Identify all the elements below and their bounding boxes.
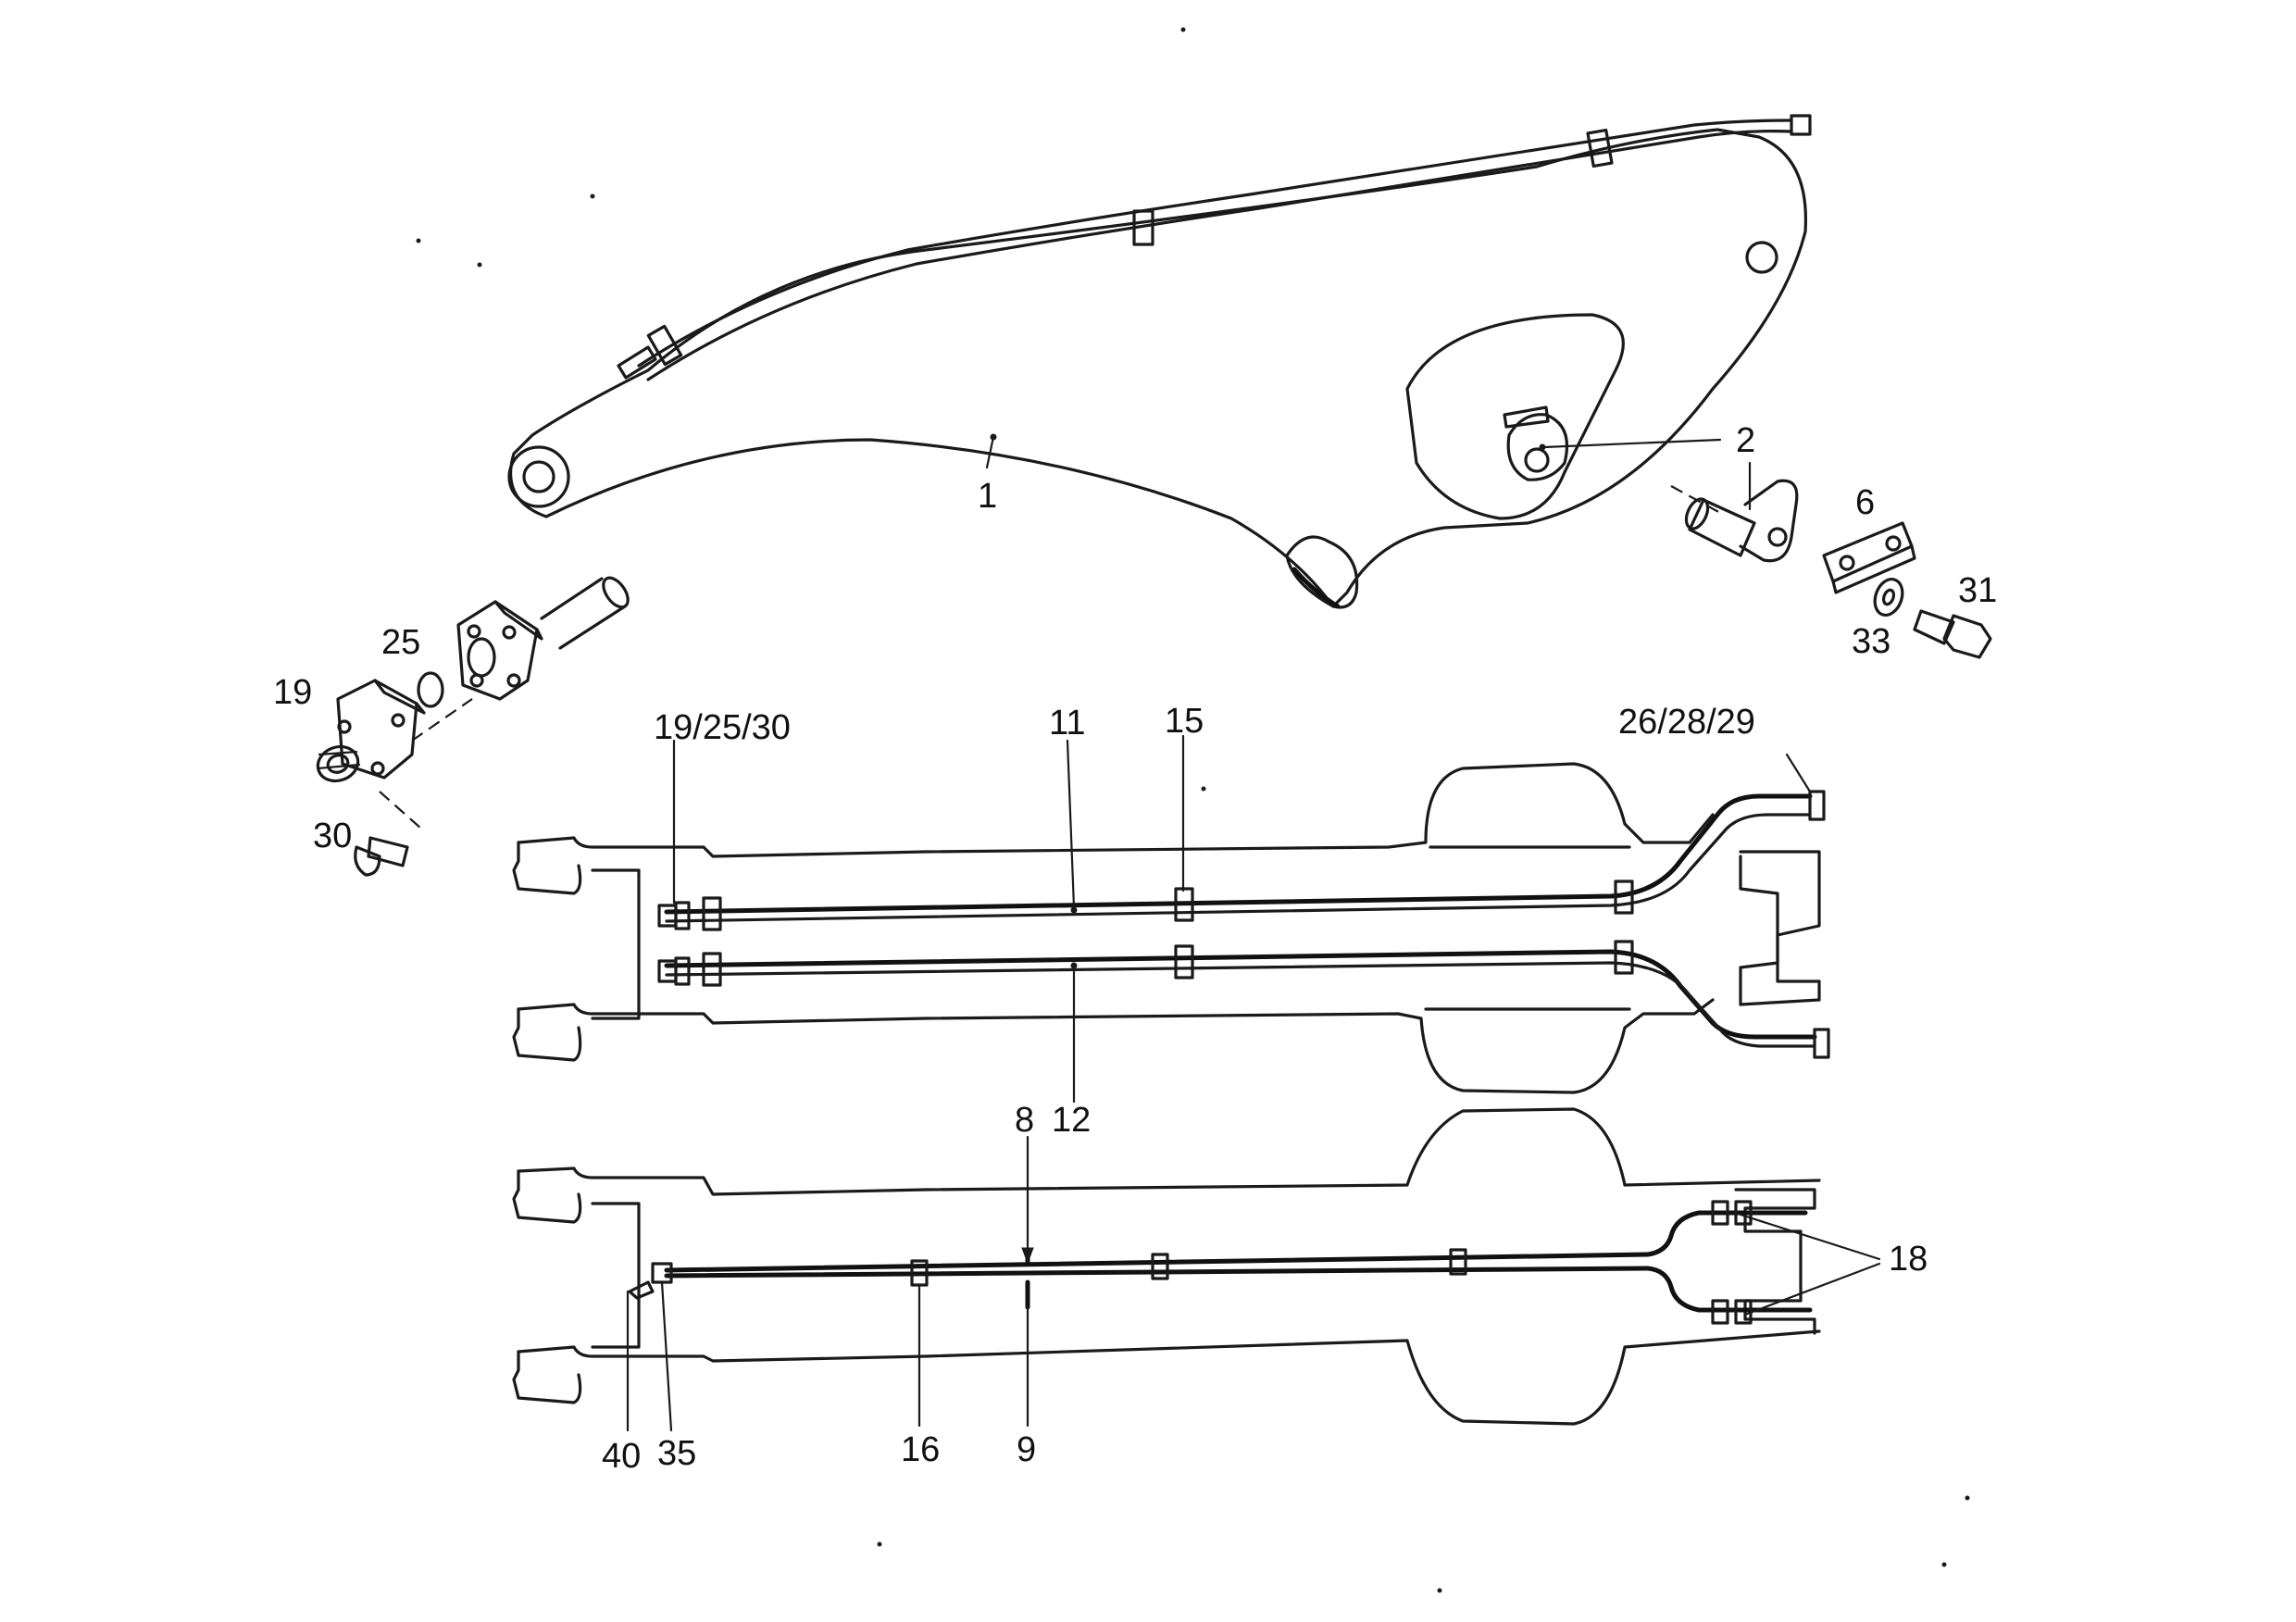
leader-1 bbox=[985, 435, 995, 469]
callout-40: 40 bbox=[602, 1437, 641, 1476]
bottom-view-leaders bbox=[626, 1135, 1881, 1432]
callout-33: 33 bbox=[1852, 622, 1890, 661]
boom-part bbox=[507, 114, 1812, 609]
callout-18: 18 bbox=[1889, 1240, 1928, 1279]
scan-specks bbox=[416, 27, 1970, 1593]
callout-9: 9 bbox=[1017, 1430, 1036, 1469]
top-view bbox=[512, 762, 1830, 1094]
callout-31: 31 bbox=[1958, 571, 1997, 610]
callout-15: 15 bbox=[1165, 702, 1204, 741]
callout-11: 11 bbox=[1049, 704, 1085, 742]
callout-1: 1 bbox=[978, 477, 997, 516]
callout-19: 19 bbox=[273, 673, 312, 712]
pin-assembly bbox=[1539, 438, 1992, 659]
callout-35: 35 bbox=[657, 1434, 696, 1473]
callout-2: 2 bbox=[1736, 421, 1755, 460]
top-view-leaders bbox=[672, 734, 1812, 1104]
callout-6: 6 bbox=[1855, 483, 1875, 522]
callout-labels: 1 2 6 31 33 25 19 30 19/25/30 11 15 26/2… bbox=[273, 421, 1997, 1476]
callout-30: 30 bbox=[313, 817, 352, 855]
callout-25: 25 bbox=[381, 623, 420, 662]
bottom-view bbox=[512, 1107, 1821, 1426]
callout-19-25-30: 19/25/30 bbox=[654, 708, 791, 747]
callout-8: 8 bbox=[1015, 1101, 1034, 1140]
callout-16: 16 bbox=[901, 1430, 940, 1469]
callout-12: 12 bbox=[1052, 1101, 1091, 1140]
flange-assembly bbox=[316, 576, 630, 877]
callout-26-28-29: 26/28/29 bbox=[1618, 703, 1755, 742]
